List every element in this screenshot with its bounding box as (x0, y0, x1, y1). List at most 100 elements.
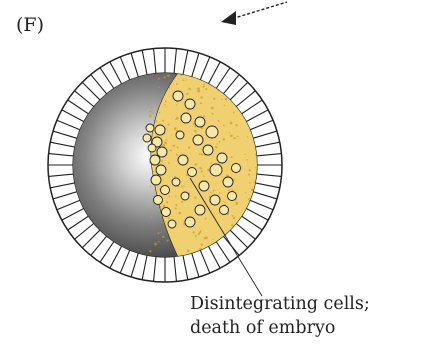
yolk-dot (188, 109, 190, 111)
yolk-dot (230, 122, 233, 125)
yolk-dot (168, 217, 170, 219)
yolk-dot (213, 190, 215, 192)
cell-blob (146, 124, 154, 132)
yolk-dot (202, 86, 203, 87)
yolk-dot (235, 202, 238, 205)
yolk-dot (219, 192, 221, 194)
yolk-dot (225, 98, 228, 101)
yolk-dot (188, 88, 191, 91)
yolk-dot (224, 105, 226, 107)
yolk-dot (182, 79, 184, 81)
yolk-dot (200, 102, 202, 104)
yolk-dot (235, 124, 237, 126)
yolk-dot (200, 244, 202, 246)
yolk-dot (164, 142, 167, 145)
yolk-dot (186, 174, 188, 176)
cell-blob (156, 165, 166, 175)
yolk-dot (169, 87, 170, 88)
yolk-dot (205, 218, 207, 220)
cell-blob (162, 208, 171, 217)
cell-blob (232, 164, 241, 173)
yolk-dot (254, 74, 256, 76)
yolk-dot (168, 195, 170, 197)
yolk-dot (186, 79, 187, 80)
yolk-dot (203, 115, 205, 117)
yolk-dot (176, 154, 178, 156)
annotation-line-1: Disintegrating cells; (190, 292, 370, 316)
cell-blob (155, 125, 165, 135)
yolk-dot (223, 201, 224, 202)
yolk-dot (167, 74, 170, 77)
yolk-dot (248, 174, 250, 176)
yolk-dot (251, 188, 254, 191)
yolk-dot (199, 153, 201, 155)
yolk-dot (197, 90, 200, 93)
cell-blob (223, 177, 233, 187)
yolk-dot (162, 120, 164, 122)
yolk-dot (201, 170, 203, 172)
yolk-dot (213, 98, 215, 100)
yolk-dot (160, 163, 161, 164)
yolk-dot (174, 128, 176, 130)
cell-blob (150, 155, 160, 165)
yolk-dot (152, 112, 154, 114)
yolk-dot (251, 80, 254, 83)
yolk-dot (166, 139, 168, 141)
yolk-dot (152, 171, 154, 173)
yolk-dot (194, 130, 197, 133)
yolk-dot (176, 104, 177, 105)
yolk-dot (158, 232, 160, 234)
yolk-dot (201, 153, 203, 155)
yolk-dot (255, 167, 256, 168)
yolk-dot (160, 232, 162, 234)
cell-blob (168, 220, 176, 228)
yolk-dot (212, 239, 213, 240)
cell-blob (176, 131, 184, 139)
yolk-dot (174, 145, 175, 146)
yolk-dot (231, 189, 233, 191)
yolk-dot (162, 144, 165, 147)
cell-blob (195, 205, 205, 215)
yolk-dot (186, 93, 188, 95)
yolk-dot (231, 224, 233, 226)
yolk-dot (155, 120, 157, 122)
cell-blob (161, 186, 170, 195)
yolk-dot (254, 181, 255, 182)
yolk-dot (176, 83, 178, 85)
yolk-dot (152, 132, 154, 134)
yolk-dot (168, 162, 170, 164)
yolk-dot (166, 201, 168, 203)
cell-blob (181, 192, 189, 200)
annotation-line-2: death of embryo (190, 316, 370, 340)
yolk-dot (192, 231, 194, 233)
pointer-arrow (221, 2, 287, 25)
cell-blob (210, 164, 222, 176)
yolk-dot (159, 112, 160, 113)
cell-blob (143, 134, 151, 142)
cell-blob (188, 168, 197, 177)
yolk-dot (181, 201, 183, 203)
yolk-dot (211, 162, 212, 163)
yolk-dot (216, 143, 217, 144)
yolk-dot (150, 186, 151, 187)
yolk-dot (245, 192, 246, 193)
yolk-dot (175, 118, 177, 120)
yolk-dot (158, 103, 160, 105)
yolk-dot (164, 221, 166, 223)
yolk-dot (149, 250, 151, 252)
yolk-dot (175, 207, 177, 209)
cell-blob (195, 117, 205, 127)
yolk-dot (149, 111, 151, 113)
yolk-dot (200, 96, 202, 98)
yolk-dot (224, 202, 225, 203)
yolk-dot (154, 243, 157, 246)
yolk-dot (215, 146, 217, 148)
yolk-dot (151, 107, 153, 109)
yolk-dot (175, 204, 177, 206)
yolk-dot (255, 154, 256, 155)
yolk-dot (230, 134, 233, 137)
yolk-dot (219, 141, 221, 143)
yolk-dot (163, 95, 164, 96)
yolk-dot (223, 125, 224, 126)
